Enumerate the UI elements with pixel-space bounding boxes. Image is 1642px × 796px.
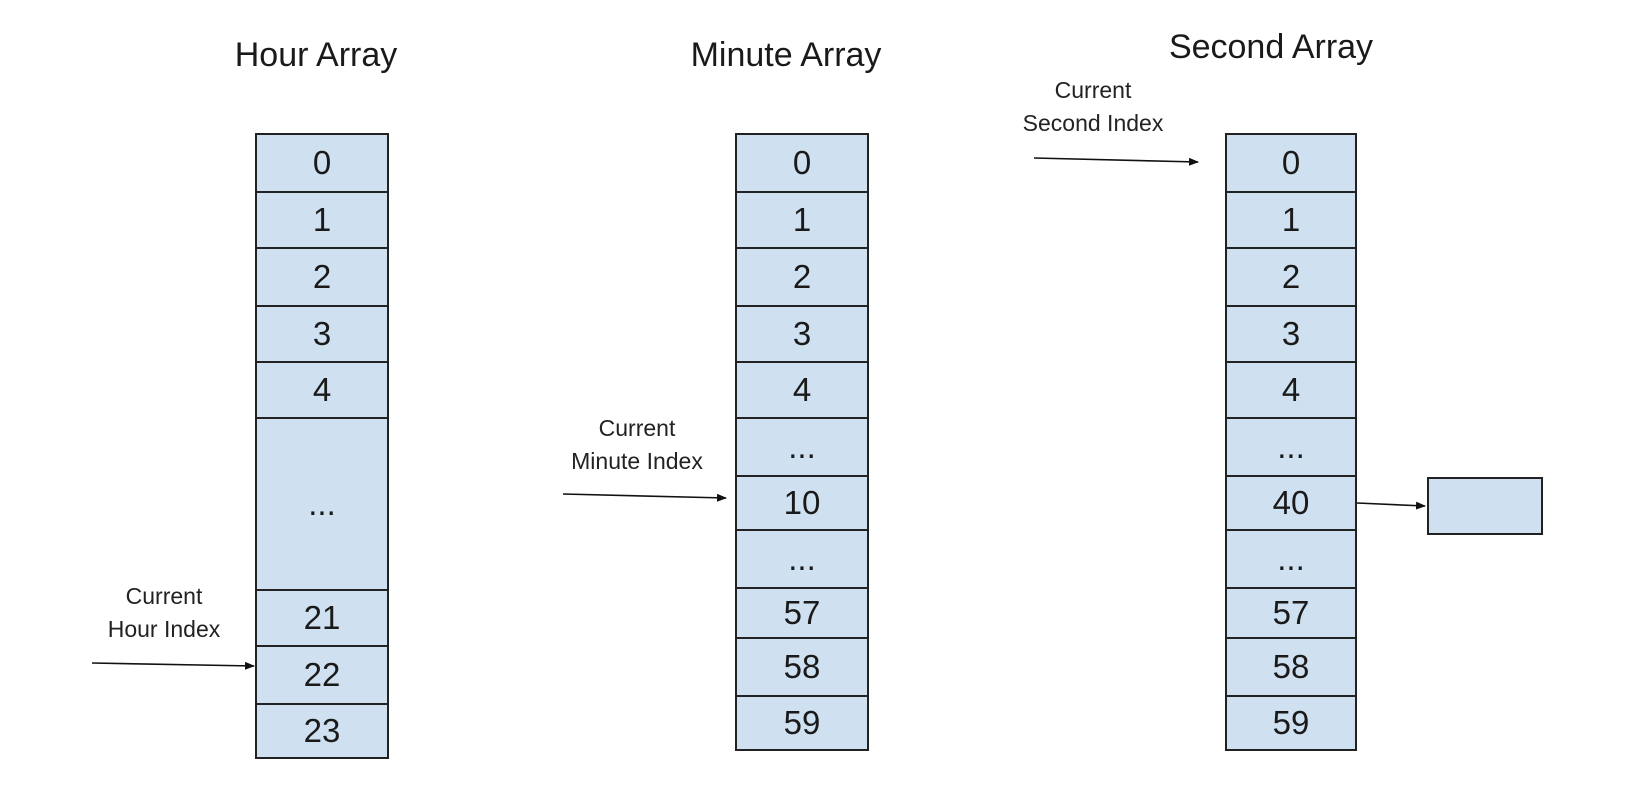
second-cell-ellipsis: ... <box>1225 529 1357 589</box>
hour-pointer-label-line1: Current <box>125 583 203 609</box>
minute-cell: 4 <box>735 361 869 419</box>
minute-pointer-label-line2: Minute Index <box>571 448 703 474</box>
second-cell-current: 0 <box>1225 133 1357 193</box>
second-cell: 2 <box>1225 247 1357 307</box>
minute-pointer-arrow <box>562 493 727 502</box>
second-pointer-label: Current Second Index <box>1023 74 1164 140</box>
second-cell-with-pointer: 40 <box>1225 475 1357 531</box>
hour-cell: 4 <box>255 361 389 419</box>
second-pointer-arrow <box>1033 157 1199 166</box>
pointed-target-box <box>1427 477 1543 535</box>
second-cell: 1 <box>1225 191 1357 249</box>
minute-cell-current: 10 <box>735 475 869 531</box>
hour-pointer-label-line2: Hour Index <box>107 616 221 642</box>
hour-cell-ellipsis: ... <box>255 417 389 591</box>
second-cell: 4 <box>1225 361 1357 419</box>
second-cell: 57 <box>1225 587 1357 639</box>
minute-array-title: Minute Array <box>690 36 882 74</box>
hour-cell-current: 22 <box>255 645 389 705</box>
hour-cell: 3 <box>255 305 389 363</box>
minute-cell-ellipsis: ... <box>735 417 869 477</box>
hour-cell: 23 <box>255 703 389 759</box>
second-pointer-label-line1: Current <box>1054 77 1132 103</box>
second-cell-ellipsis: ... <box>1225 417 1357 477</box>
minute-cell: 0 <box>735 133 869 193</box>
minute-pointer-label: Current Minute Index <box>571 412 703 478</box>
second-pointer-label-line2: Second Index <box>1022 110 1164 136</box>
minute-cell: 59 <box>735 695 869 751</box>
hour-cell: 2 <box>255 247 389 307</box>
hour-pointer-arrow <box>91 661 255 670</box>
minute-pointer-label-line1: Current <box>598 415 676 441</box>
hour-cell: 0 <box>255 133 389 193</box>
hour-array-title: Hour Array <box>234 36 398 74</box>
hour-pointer-label: Current Hour Index <box>108 580 221 646</box>
hour-cell: 1 <box>255 191 389 249</box>
second-array-title: Second Array <box>1168 28 1374 66</box>
second-cell: 59 <box>1225 695 1357 751</box>
cell-40-to-box-arrow <box>1356 501 1426 510</box>
